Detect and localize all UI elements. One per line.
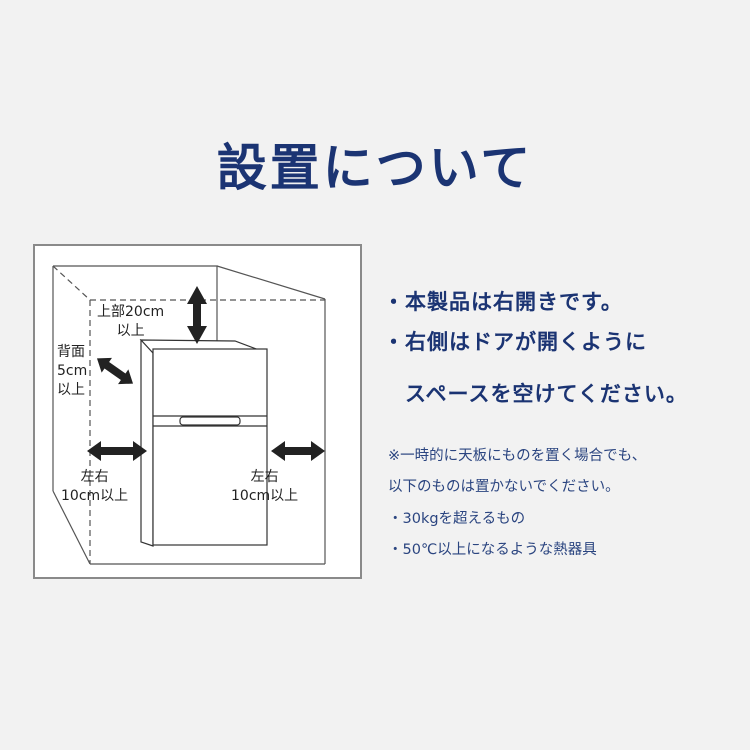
bullet-right-opening: ・本製品は右開きです。 <box>383 290 623 314</box>
installation-diagram: 上部20cm 以上 背面 5cm 以上 左右 10cm以上 左右 10cm以上 <box>33 244 362 579</box>
top-clearance-label: 上部20cm 以上 <box>97 304 165 339</box>
right-clearance-label: 左右 10cm以上 <box>231 469 299 504</box>
bullet-door-space-cont: スペースを空けてください。 <box>383 382 688 406</box>
note-line: 以下のものは置かないでください。 <box>388 479 620 495</box>
note-line: ※一時的に天板にものを置く場合でも、 <box>388 448 647 464</box>
page-title: 設置について <box>216 139 534 197</box>
back-clearance-label: 背面 5cm 以上 <box>57 344 88 398</box>
left-clearance-label: 左右 10cm以上 <box>61 469 129 504</box>
bullet-door-space: ・右側はドアが開くように <box>383 330 647 354</box>
fridge-clearance-illustration <box>52 265 326 565</box>
note-line: ・50℃以上になるような熱器具 <box>388 542 597 558</box>
note-line: ・30kgを超えるもの <box>388 511 526 527</box>
